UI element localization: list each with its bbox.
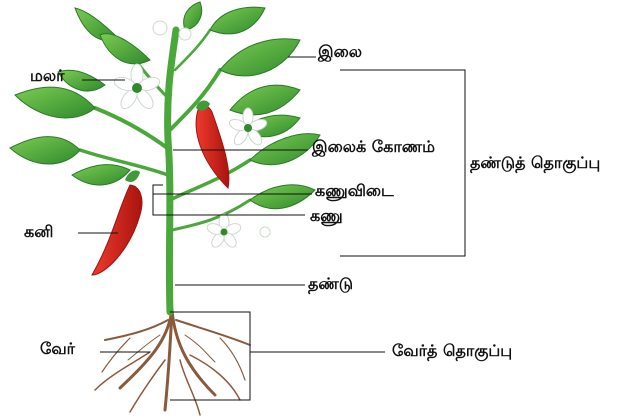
label-flower: மலர் (30, 68, 65, 84)
label-shoot-system: தண்டுத் தொகுப்பு (470, 155, 600, 171)
label-internode: கணுவிடை (315, 183, 394, 199)
label-root: வேர் (40, 341, 75, 357)
label-node: கணு (310, 208, 343, 224)
label-fruit: கனி (24, 224, 53, 240)
label-leaf: இலை (318, 44, 362, 60)
label-axil: இலைக் கோணம் (312, 139, 435, 155)
label-root-system: வேர்த் தொகுப்பு (392, 343, 512, 359)
fruits (92, 101, 229, 275)
roots (95, 310, 250, 415)
label-stem: தண்டு (308, 276, 353, 292)
